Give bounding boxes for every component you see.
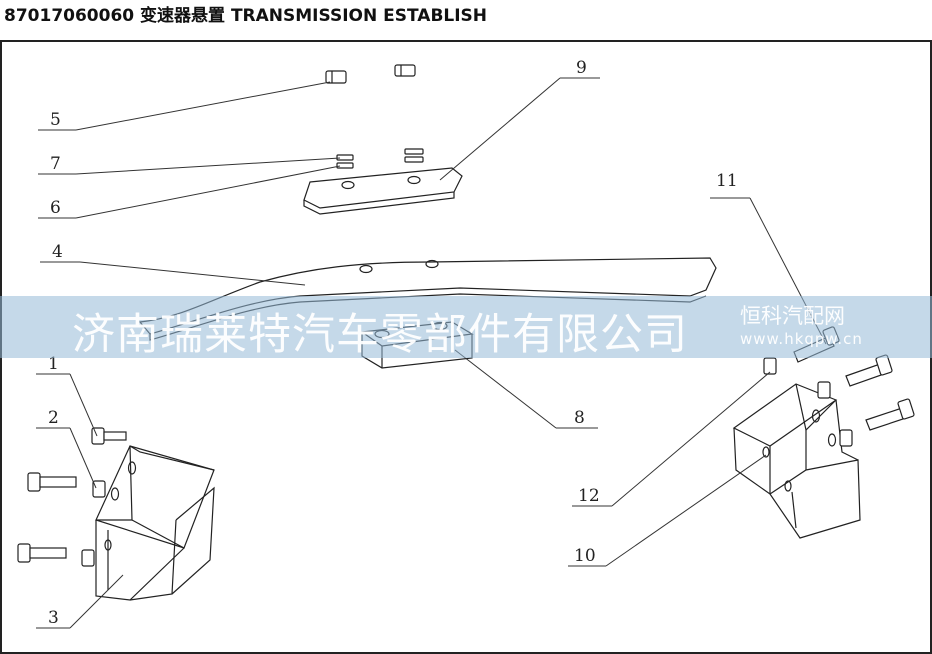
callout-5: 5 — [50, 110, 61, 130]
callout-7: 7 — [50, 154, 61, 174]
part-2-nut — [81, 480, 106, 567]
leader-lines — [36, 77, 827, 629]
page-title: 87017060060 变速器悬置 TRANSMISSION ESTABLISH — [4, 6, 488, 26]
callout-10: 10 — [574, 546, 596, 566]
part-5-bolt — [325, 64, 416, 84]
callout-11: 11 — [716, 171, 738, 191]
callout-1: 1 — [48, 354, 59, 374]
callout-12: 12 — [578, 486, 600, 506]
callout-9: 9 — [576, 58, 587, 78]
part-1-bolt — [91, 427, 127, 445]
part-7-washers — [336, 148, 424, 169]
left-long-bolts — [17, 472, 77, 563]
watermark-url: www.hkqpw.cn — [740, 330, 863, 348]
part-9-plate — [303, 167, 463, 215]
callout-8: 8 — [574, 408, 585, 428]
callout-2: 2 — [48, 408, 59, 428]
watermark-band — [0, 296, 932, 358]
part-12-nut — [763, 357, 853, 447]
right-long-bolts — [845, 354, 915, 431]
callout-4: 4 — [52, 242, 63, 262]
part-3-left-bracket — [95, 445, 215, 601]
watermark-site-name: 恒科汽配网 — [740, 304, 845, 328]
callout-3: 3 — [48, 608, 59, 628]
callout-6: 6 — [50, 198, 61, 218]
part-10-right-bracket — [732, 383, 861, 539]
watermark-company-name: 济南瑞莱特汽车零部件有限公司 — [72, 310, 688, 360]
